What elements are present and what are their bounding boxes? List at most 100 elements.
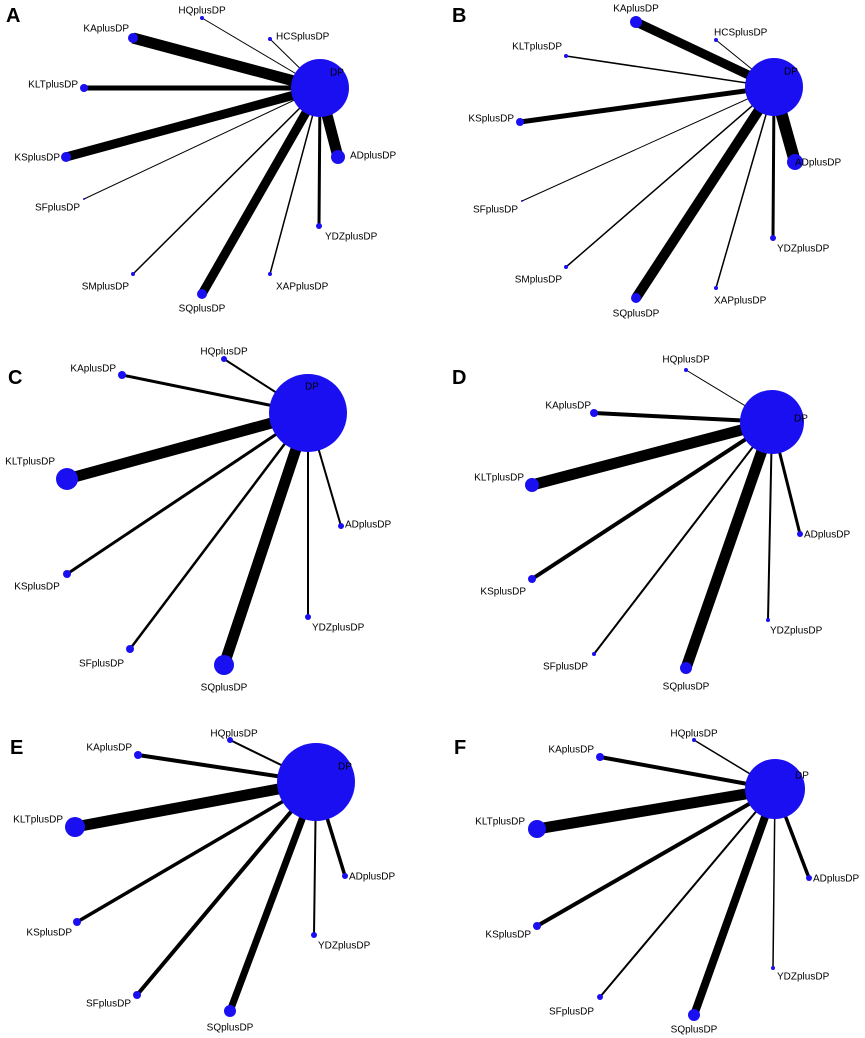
node-label-dp: DP <box>795 771 809 782</box>
node-ydzplusdp <box>305 614 311 620</box>
edge-dp-sqplusdp <box>690 787 779 1017</box>
edges <box>73 739 347 1013</box>
nodes <box>516 16 803 303</box>
node-label-adplusdp: ADplusDP <box>350 151 396 162</box>
node-label-adplusdp: ADplusDP <box>813 874 859 885</box>
node-sqplusdp <box>631 293 641 303</box>
node-dp <box>277 743 355 821</box>
edge-dp-ydzplusdp <box>767 421 773 621</box>
node-sqplusdp <box>197 289 207 299</box>
node-kltplusdp <box>56 468 78 490</box>
node-dp <box>291 59 349 117</box>
edges <box>530 369 802 670</box>
edge-dp-sfplusdp <box>129 412 309 650</box>
node-kltplusdp <box>80 84 88 92</box>
node-label-kltplusdp: KLTplusDP <box>474 473 524 484</box>
node-label-adplusdp: ADplusDP <box>795 158 841 169</box>
nodes <box>525 368 804 674</box>
node-ydzplusdp <box>311 932 317 938</box>
node-label-dp: DP <box>338 762 352 773</box>
node-label-ydzplusdp: YDZplusDP <box>777 972 830 983</box>
edge-dp-ksplusdp <box>536 787 776 928</box>
node-dp <box>269 374 347 452</box>
labels: DPHQplusDPKAplusDPKLTplusDPADplusDPKSplu… <box>475 729 859 1036</box>
edge-dp-sqplusdp <box>218 411 314 667</box>
node-label-sfplusdp: SFplusDP <box>79 659 124 670</box>
edge-dp-sqplusdp <box>226 780 320 1013</box>
node-kaplusdp <box>630 16 642 28</box>
edge-dp-kaplusdp <box>131 32 322 94</box>
node-sfplusdp <box>521 200 523 202</box>
node-sqplusdp <box>214 655 234 675</box>
node-label-kltplusdp: KLTplusDP <box>13 815 63 826</box>
node-hqplusdp <box>221 356 227 362</box>
node-label-kaplusdp: KAplusDP <box>613 4 659 15</box>
node-kaplusdp <box>128 33 138 43</box>
panel-letter: A <box>6 5 20 27</box>
node-label-hcsplusdp: HCSplusDP <box>276 32 330 43</box>
node-kaplusdp <box>590 409 598 417</box>
node-label-xapplusdp: XAPplusDP <box>714 296 767 307</box>
node-adplusdp <box>338 523 344 529</box>
edge-dp-kltplusdp <box>565 55 775 88</box>
node-label-hqplusdp: HQplusDP <box>178 6 226 17</box>
edge-dp-kltplusdp <box>530 416 774 491</box>
node-ksplusdp <box>63 570 71 578</box>
panel-e: EDPHQplusDPKAplusDPKLTplusDPADplusDPKSpl… <box>10 729 395 1034</box>
node-sfplusdp <box>597 994 603 1000</box>
nodes <box>528 738 812 1021</box>
panel-letter: D <box>452 367 466 389</box>
node-sfplusdp <box>83 198 85 200</box>
node-hcsplusdp <box>714 38 718 42</box>
node-ydzplusdp <box>770 235 776 241</box>
node-label-kaplusdp: KAplusDP <box>83 24 129 35</box>
node-label-ksplusdp: KSplusDP <box>480 587 526 598</box>
node-sfplusdp <box>126 645 134 653</box>
node-sqplusdp <box>224 1005 236 1017</box>
edges <box>64 17 344 297</box>
node-label-ydzplusdp: YDZplusDP <box>312 623 365 634</box>
node-label-hqplusdp: HQplusDP <box>670 729 718 740</box>
node-label-sqplusdp: SQplusDP <box>207 1023 254 1034</box>
edge-dp-sfplusdp <box>135 780 318 997</box>
node-label-kaplusdp: KAplusDP <box>548 745 594 756</box>
node-label-kltplusdp: KLTplusDP <box>5 457 55 468</box>
panel-f: FDPHQplusDPKAplusDPKLTplusDPADplusDPKSpl… <box>454 729 859 1036</box>
node-kltplusdp <box>564 54 568 58</box>
edge-dp-sqplusdp <box>631 84 779 301</box>
edges <box>519 17 801 301</box>
node-kltplusdp <box>528 820 546 838</box>
node-label-xapplusdp: XAPplusDP <box>276 282 329 293</box>
node-label-sfplusdp: SFplusDP <box>35 203 80 214</box>
edge-dp-xapplusdp <box>715 86 775 289</box>
node-label-kltplusdp: KLTplusDP <box>28 80 78 91</box>
node-kaplusdp <box>134 751 142 759</box>
node-label-sfplusdp: SFplusDP <box>473 205 518 216</box>
node-label-smplusdp: SMplusDP <box>515 275 563 286</box>
edge-dp-smplusdp <box>565 86 775 268</box>
panel-b: BDPKAplusDPHCSplusDPKLTplusDPKSplusDPADp… <box>452 4 841 320</box>
node-label-ksplusdp: KSplusDP <box>468 114 514 125</box>
node-label-sqplusdp: SQplusDP <box>201 683 248 694</box>
node-kaplusdp <box>118 371 126 379</box>
node-label-hqplusdp: HQplusDP <box>662 355 710 366</box>
node-label-sqplusdp: SQplusDP <box>613 309 660 320</box>
edge-dp-ksplusdp <box>64 83 322 162</box>
node-adplusdp <box>806 875 812 881</box>
edge-dp-sfplusdp <box>593 421 773 655</box>
node-label-kaplusdp: KAplusDP <box>70 364 116 375</box>
edge-dp-xapplusdp <box>269 87 321 275</box>
node-label-sfplusdp: SFplusDP <box>543 662 588 673</box>
node-label-sqplusdp: SQplusDP <box>179 304 226 315</box>
node-label-ksplusdp: KSplusDP <box>14 582 60 593</box>
nodes <box>56 356 347 675</box>
edge-dp-kltplusdp <box>65 407 310 485</box>
node-ksplusdp <box>533 922 541 930</box>
node-label-dp: DP <box>330 68 344 79</box>
node-label-ksplusdp: KSplusDP <box>485 930 531 941</box>
node-label-ksplusdp: KSplusDP <box>26 928 72 939</box>
node-label-dp: DP <box>784 67 798 78</box>
node-ksplusdp <box>528 575 536 583</box>
